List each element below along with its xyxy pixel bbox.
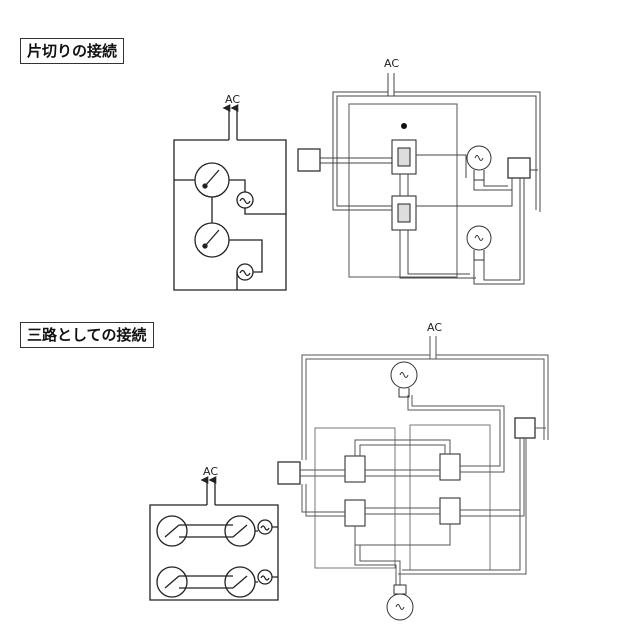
junction-box-2 xyxy=(507,157,531,179)
bulb-2 xyxy=(466,225,492,261)
three-way-switch-1 xyxy=(156,515,188,547)
ac-cable-left xyxy=(332,73,395,154)
schematic-loop-2 xyxy=(149,504,279,601)
wiring-ac-label-2: AC xyxy=(427,321,442,334)
switch-symbol-1 xyxy=(194,162,230,198)
screw-hole xyxy=(401,123,407,129)
switch-device-4 xyxy=(344,499,366,527)
ac-cable-left-2 xyxy=(301,336,437,460)
section-title-three-way: 三路としての接続 xyxy=(20,322,154,348)
lamp-filament-2 xyxy=(239,269,251,277)
switch-lever-1 xyxy=(204,169,220,187)
wall-plate-left xyxy=(314,427,396,569)
switch-lever-2 xyxy=(204,229,220,247)
wall-plate-area xyxy=(348,103,458,278)
schematic-loop xyxy=(173,139,287,291)
switch-device-6 xyxy=(439,497,461,525)
schematic-single-pole: AC xyxy=(173,93,287,291)
section-title-single-pole: 片切りの接続 xyxy=(20,38,125,64)
bulb-4 xyxy=(386,584,414,621)
junction-box-3 xyxy=(277,461,301,485)
junction-box-1 xyxy=(297,148,321,172)
switch-symbol-2 xyxy=(194,222,230,258)
wiring-ac-label: AC xyxy=(384,57,399,70)
bulb-1 xyxy=(466,145,492,181)
wiring-single-pole: AC xyxy=(297,57,541,285)
lamp-filament-1 xyxy=(239,197,251,205)
schematic-three-way: AC xyxy=(149,465,279,601)
switch-device-3 xyxy=(344,455,366,483)
ac-cable-right xyxy=(387,73,541,210)
schematic-ac-label: AC xyxy=(225,93,240,106)
switch-device-5 xyxy=(439,453,461,481)
wiring-three-way: AC xyxy=(277,321,549,621)
three-way-switch-3 xyxy=(156,566,188,598)
ac-cable-right-2 xyxy=(429,336,549,440)
schematic-ac-label-2: AC xyxy=(203,465,218,478)
junction-box-4 xyxy=(514,417,536,439)
bulb-3 xyxy=(390,361,418,398)
